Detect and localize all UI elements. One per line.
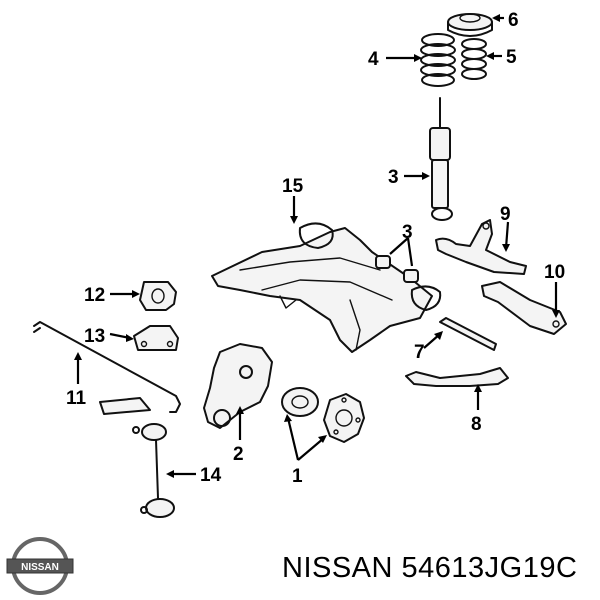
callout-12: 12 (84, 285, 105, 306)
leader-lines (74, 14, 560, 478)
lower-arm-part-10 (481, 281, 567, 335)
part-number-label: NISSAN 54613JG19C (282, 552, 578, 584)
callout-labels: 6 4 5 3 15 3 9 10 12 13 7 11 8 2 14 1 (66, 10, 565, 487)
callout-5: 5 (506, 47, 517, 68)
bushing-clamp-part-13 (133, 325, 179, 351)
stabilizer-bar-part-11 (33, 321, 181, 415)
callout-15: 15 (282, 176, 304, 197)
bump-stop-part-5 (461, 38, 487, 80)
nissan-logo-icon: NISSAN (6, 537, 74, 595)
link-rod-part-7 (439, 317, 497, 351)
callout-7: 7 (414, 342, 425, 363)
bushing-part-3 (375, 255, 419, 283)
knuckle-part-2 (203, 343, 273, 429)
upper-arm-part-9 (435, 219, 527, 275)
callout-13: 13 (84, 326, 105, 347)
callout-8: 8 (471, 414, 482, 435)
logo-text: NISSAN (21, 562, 59, 573)
callout-11: 11 (66, 388, 87, 409)
lower-link-part-8 (405, 367, 509, 387)
callout-9: 9 (500, 204, 511, 225)
hub-bearing-part-1 (281, 387, 365, 443)
shock-absorber-part-3 (429, 97, 453, 221)
upper-mount-part-6 (447, 13, 493, 37)
callout-6: 6 (508, 10, 519, 31)
callout-1: 1 (292, 466, 303, 487)
coil-spring-part-4 (420, 33, 456, 87)
callout-4: 4 (368, 49, 379, 70)
callout-10: 10 (544, 262, 565, 283)
callout-3: 3 (388, 167, 399, 188)
callout-14: 14 (200, 465, 222, 486)
callout-3b: 3 (402, 222, 413, 243)
connecting-rod-part-14 (132, 423, 175, 518)
callout-2: 2 (233, 444, 244, 465)
stabilizer-bushing-part-12 (139, 281, 177, 311)
